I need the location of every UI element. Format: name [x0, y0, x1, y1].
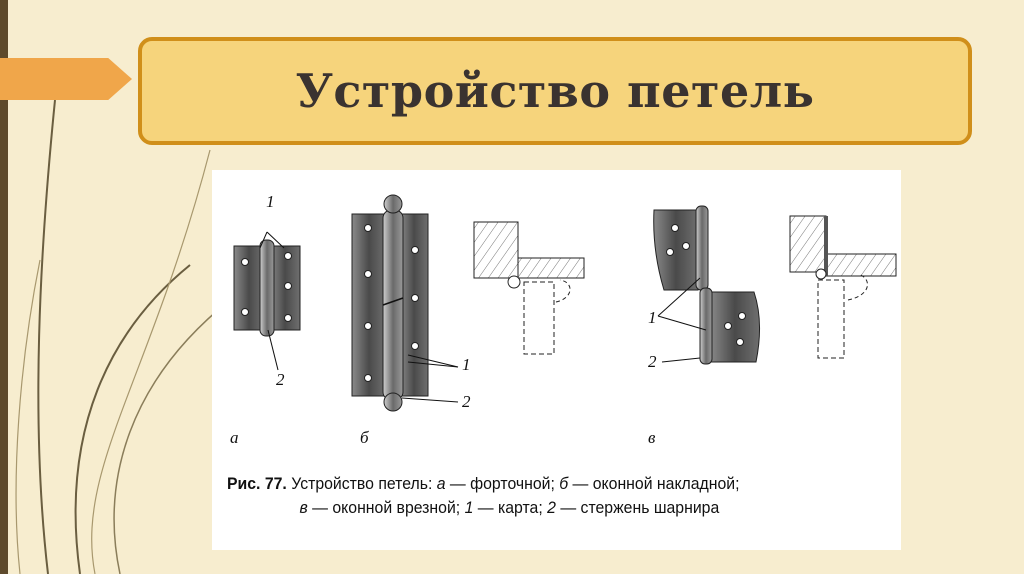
hinge-b-overlay [351, 194, 459, 412]
panel-label-v: в [648, 428, 656, 447]
figure-caption: Рис. 77. Устройство петель: а — форточно… [227, 472, 841, 520]
figure-panel: 1 2 1 2 1 2 а б в [212, 170, 901, 550]
caption-text-1: — карта; [473, 498, 548, 517]
caption-figure-number: Рис. 77. [227, 474, 287, 493]
title-arrow-tab [0, 58, 132, 100]
caption-text-v: — оконной врезной; [307, 498, 465, 517]
left-edge-bar [0, 0, 8, 574]
caption-number-2: 2 [547, 498, 556, 517]
title-box: Устройство петель [138, 37, 972, 145]
hinge-v-section-drawing [789, 215, 897, 359]
hinge-illustration [233, 194, 897, 412]
hinge-b-section-drawing [473, 221, 585, 355]
caption-number-1: 1 [464, 498, 474, 517]
callout-label-1-hinge-b: 1 [462, 355, 471, 374]
callout-label-1-hinge-v: 1 [648, 308, 657, 327]
callout-label-2-hinge-v: 2 [648, 352, 657, 371]
caption-line-1: Рис. 77. Устройство петель: а — форточно… [227, 472, 841, 496]
hinge-a-transom [233, 231, 301, 371]
caption-line-2: в — оконной врезной; 1 — карта; 2 — стер… [227, 496, 841, 520]
caption-letter-a: а [436, 474, 446, 493]
caption-letter-b: б [559, 474, 569, 493]
callout-label-1-hinge-a: 1 [266, 192, 275, 211]
caption-text-a: — форточной; [445, 474, 560, 493]
panel-label-a: а [230, 428, 239, 447]
callout-label-2-hinge-b: 2 [462, 392, 471, 411]
caption-intro: Устройство петель: [286, 474, 437, 493]
caption-text-b: — оконной накладной; [568, 474, 740, 493]
caption-text-2: — стержень шарнира [555, 498, 720, 517]
slide-title: Устройство петель [295, 64, 815, 118]
panel-label-b: б [360, 428, 369, 447]
caption-letter-v: в [299, 498, 308, 517]
callout-label-2-hinge-a: 2 [276, 370, 285, 389]
hinge-v-mortise [653, 205, 761, 365]
